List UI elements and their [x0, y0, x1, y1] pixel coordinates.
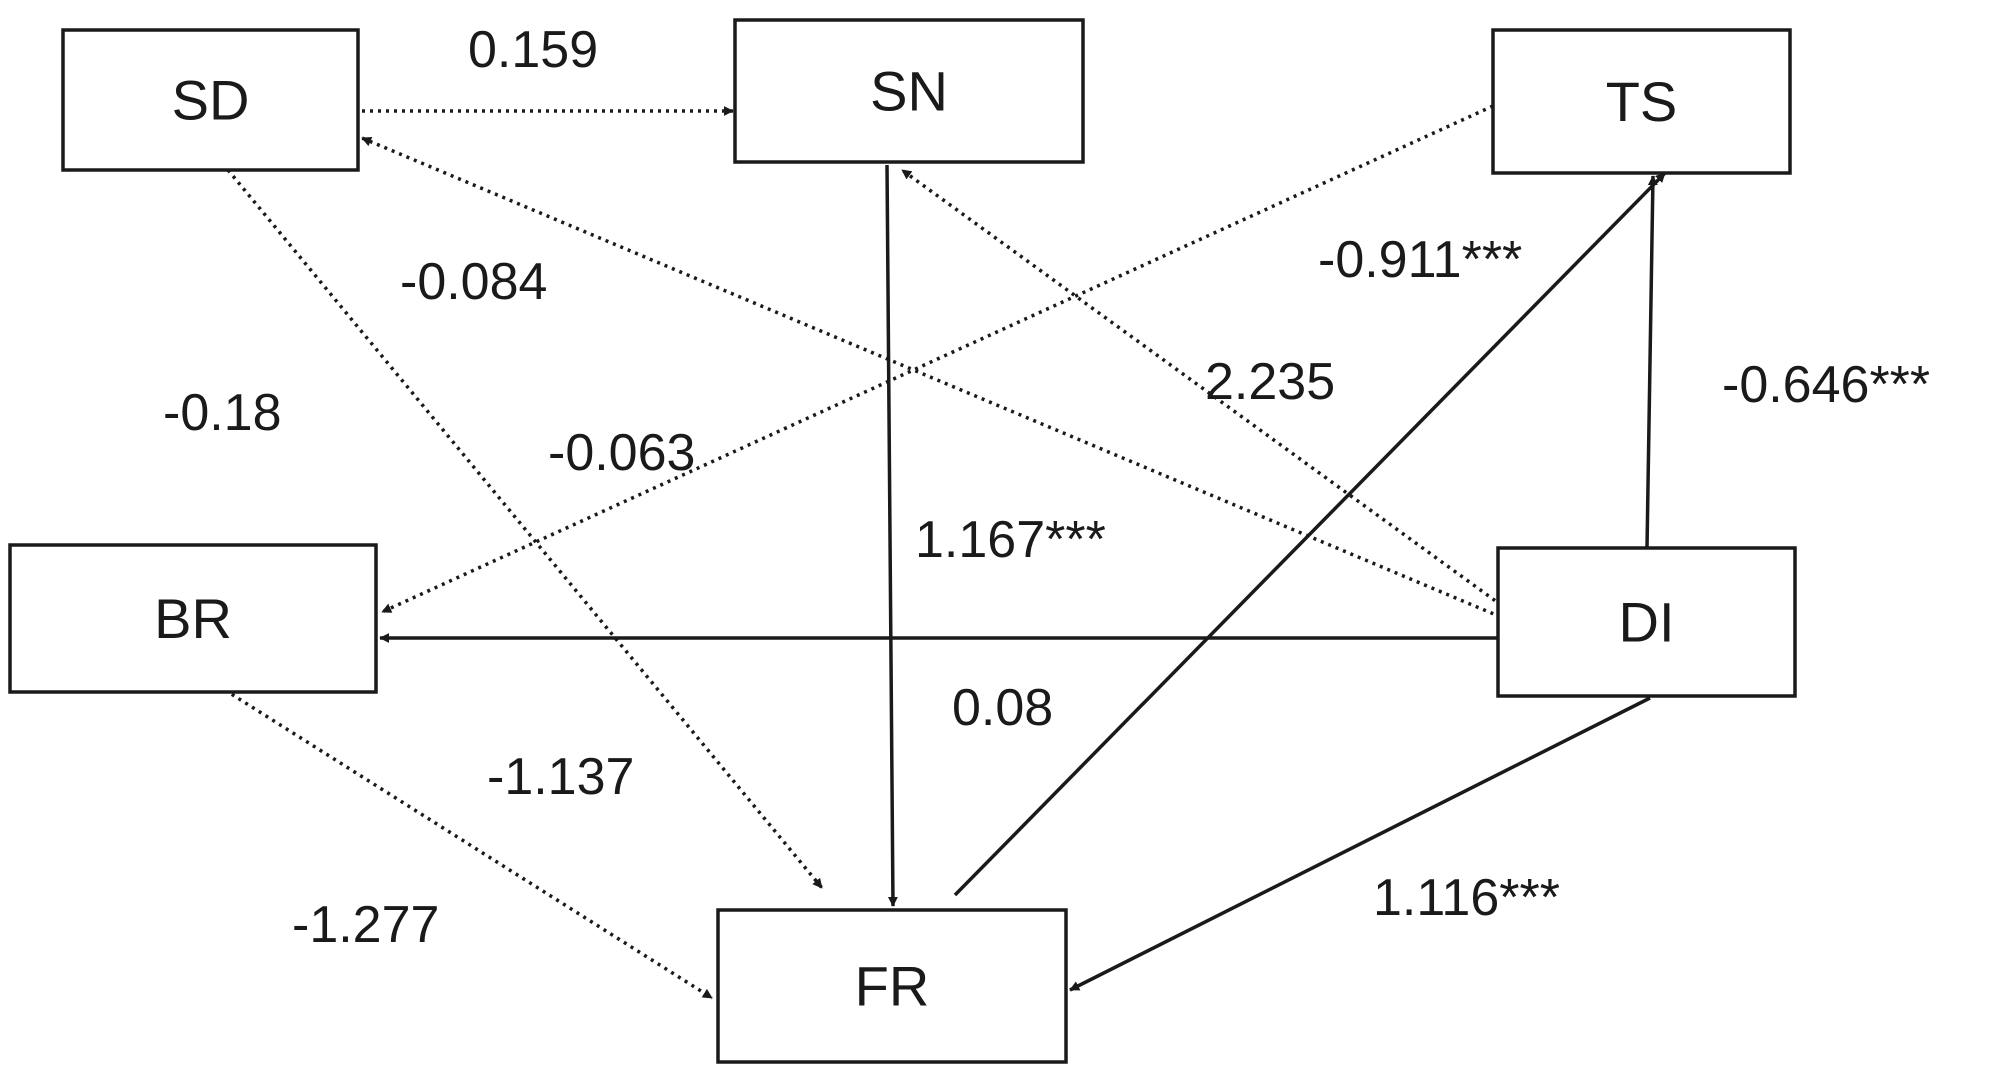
coef-label-sd-sn: 0.159 — [468, 21, 598, 79]
node-label-ts: TS — [1606, 70, 1678, 133]
coef-label-di-fr: 1.116*** — [1373, 869, 1560, 927]
coef-label-di-sn: 2.235 — [1205, 353, 1335, 411]
node-box-sn — [733, 18, 1085, 164]
node-box-br — [8, 543, 378, 694]
node-sd: SD — [61, 28, 360, 172]
edge-di-sn — [900, 168, 1510, 612]
node-br: BR — [8, 543, 378, 694]
node-ts: TS — [1491, 28, 1792, 175]
edge-fr-ts — [953, 171, 1667, 897]
edge-br-fr — [224, 688, 713, 1000]
edge-sd-fr — [226, 168, 824, 890]
node-sn: SN — [733, 18, 1085, 164]
coef-label-sn-fr: 1.167*** — [915, 511, 1106, 569]
node-label-br: BR — [154, 587, 232, 650]
node-box-ts — [1491, 28, 1792, 175]
node-label-sn: SN — [870, 60, 948, 123]
coef-label-sd-fr: -0.18 — [163, 384, 282, 442]
node-di: DI — [1496, 546, 1797, 698]
nodes-layer: SD SN TS BR DI FR — [8, 18, 1797, 1064]
edge-di-ts — [1645, 175, 1658, 549]
node-label-sd: SD — [172, 69, 250, 132]
coef-label-ts-br: -0.063 — [548, 424, 695, 482]
edge-sn-fr — [885, 164, 898, 907]
node-label-fr: FR — [855, 955, 930, 1018]
edge-di-fr — [1069, 696, 1651, 992]
node-fr: FR — [716, 908, 1068, 1064]
node-box-sd — [61, 28, 360, 172]
coef-label-di-ts: -0.646*** — [1722, 356, 1930, 414]
node-box-di — [1496, 546, 1797, 698]
coef-label-di-sd: -0.084 — [400, 253, 547, 311]
coef-label-fr-ts: -0.911*** — [1318, 231, 1522, 289]
edge-ts-br — [381, 104, 1494, 614]
coef-label-di-br: 0.08 — [952, 679, 1053, 737]
coef-label-ts-fr: -1.137 — [487, 748, 634, 806]
node-label-di: DI — [1619, 591, 1675, 654]
labels-layer: 0.159 -0.084 -0.18 -0.063 1.167*** 2.235 -0.91… — [163, 21, 1930, 954]
edges-layer — [224, 104, 1667, 1000]
node-box-fr — [716, 908, 1068, 1064]
coef-label-br-fr: -1.277 — [292, 896, 439, 954]
